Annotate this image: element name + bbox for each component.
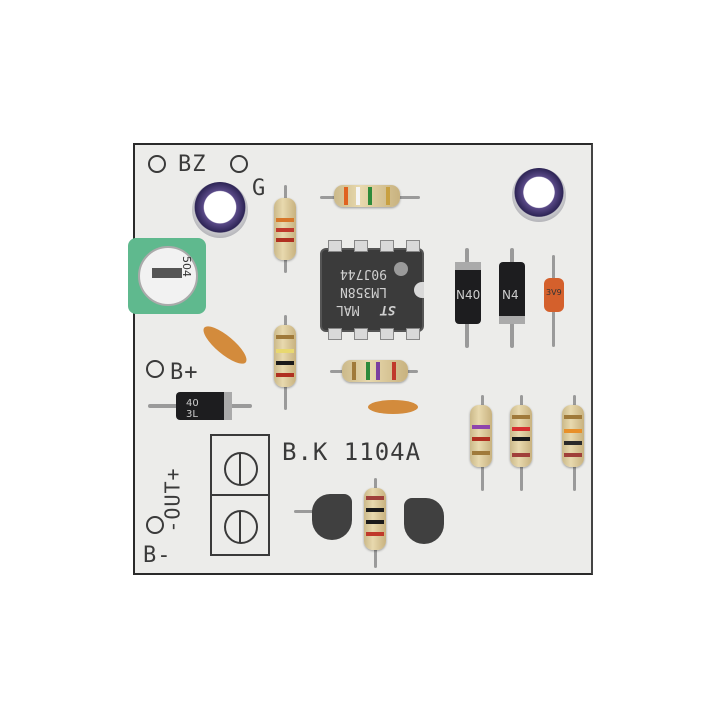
bz-label: BZ bbox=[178, 152, 207, 177]
resistor-r5 bbox=[470, 405, 492, 467]
bz-pad-left bbox=[148, 155, 166, 173]
ic-part-number: LM358N bbox=[340, 284, 387, 299]
screw-terminal-top bbox=[224, 452, 258, 486]
b-plus-pad bbox=[146, 360, 164, 378]
ic-maker-logo: ST bbox=[380, 302, 396, 317]
board-id-label: B.K 1104A bbox=[282, 438, 422, 466]
b-plus-label: B+ bbox=[170, 360, 199, 385]
ic-date-code: 90J744 bbox=[340, 266, 387, 281]
screw-terminal-bottom bbox=[224, 510, 258, 544]
resistor-r4 bbox=[342, 360, 408, 382]
transistor-q2 bbox=[404, 498, 444, 544]
rectifier-diode-2: N4 bbox=[499, 262, 525, 324]
bz-pad-right bbox=[230, 155, 248, 173]
output-terminal-block bbox=[210, 434, 270, 556]
electrolytic-capacitor-right bbox=[512, 168, 566, 222]
trimmer-label: 504 bbox=[180, 256, 193, 277]
ic-lm358n: 90J744 LM358N MAL ST bbox=[322, 240, 424, 340]
trimmer-potentiometer: 504 bbox=[128, 238, 206, 314]
zener-diode: 3V9 bbox=[544, 278, 564, 312]
electrolytic-capacitor-left bbox=[192, 182, 248, 238]
resistor-r8 bbox=[364, 488, 386, 550]
ceramic-capacitor-2 bbox=[368, 400, 418, 414]
rectifier-diode-1: N40 bbox=[455, 262, 481, 324]
b-minus-label: B- bbox=[143, 543, 172, 568]
resistor-r3 bbox=[274, 325, 296, 387]
g-label: G bbox=[252, 176, 267, 201]
out-label: -OUT+ bbox=[160, 467, 185, 533]
resistor-r6 bbox=[510, 405, 532, 467]
b-minus-pad bbox=[146, 516, 164, 534]
power-diode: 40 3L bbox=[176, 392, 232, 420]
ic-line3: MAL bbox=[336, 302, 360, 317]
resistor-r2 bbox=[334, 185, 400, 207]
transistor-q1 bbox=[312, 494, 352, 540]
resistor-r1 bbox=[274, 198, 296, 260]
resistor-r7 bbox=[562, 405, 584, 467]
